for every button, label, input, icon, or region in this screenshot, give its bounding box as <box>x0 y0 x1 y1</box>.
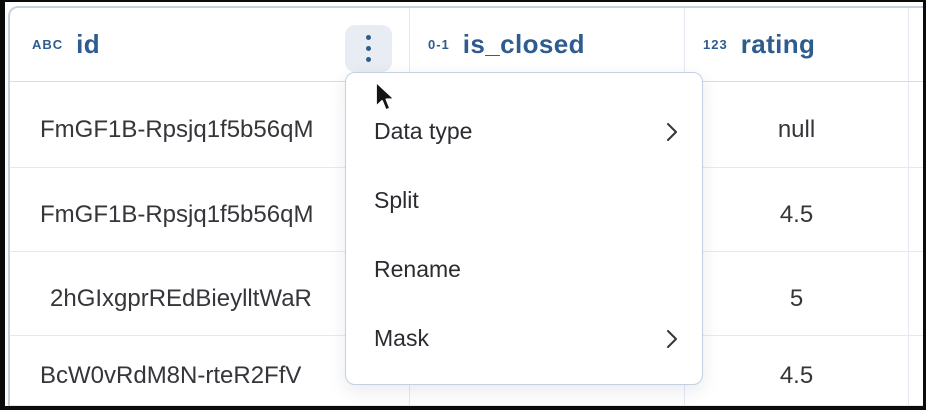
column-menu-button[interactable] <box>345 25 392 72</box>
cell-id[interactable]: FmGF1B-Rpsjq1f5b56qM <box>10 82 410 168</box>
boolean-type-icon: 0-1 <box>428 37 450 52</box>
menu-item-rename[interactable]: Rename <box>346 235 702 304</box>
screenshot-border <box>923 0 926 410</box>
column-name: id <box>76 29 101 59</box>
string-type-icon: ABC <box>32 37 64 52</box>
cell-overflow <box>909 168 923 252</box>
column-header-is-closed[interactable]: 0-1 is_closed <box>410 8 685 82</box>
column-header-overflow <box>909 8 923 82</box>
cell-overflow <box>909 252 923 336</box>
column-context-menu: Data type Split Rename Mask <box>345 72 703 385</box>
cell-rating[interactable]: 5 <box>685 252 909 336</box>
menu-item-mask[interactable]: Mask <box>346 304 702 373</box>
cell-rating[interactable]: 4.5 <box>685 336 909 406</box>
cell-overflow <box>909 82 923 168</box>
kebab-menu-icon <box>366 57 371 62</box>
kebab-menu-icon <box>366 35 371 40</box>
screenshot-border <box>0 0 926 2</box>
number-type-icon: 123 <box>703 37 728 52</box>
kebab-menu-icon <box>366 46 371 51</box>
menu-item-split[interactable]: Split <box>346 166 702 235</box>
cell-id[interactable]: BcW0vRdM8N-rteR2FfV <box>10 336 410 406</box>
cell-id[interactable]: 2hGIxgprREdBieylltWaR <box>10 252 410 336</box>
column-name: is_closed <box>462 29 585 59</box>
column-header-id[interactable]: ABC id <box>10 8 410 82</box>
menu-item-label: Split <box>374 187 419 213</box>
cell-rating[interactable]: 4.5 <box>685 168 909 252</box>
chevron-right-icon <box>666 122 678 142</box>
column-name: rating <box>740 29 816 59</box>
menu-item-label: Rename <box>374 256 461 282</box>
cell-id[interactable]: FmGF1B-Rpsjq1f5b56qM <box>10 168 410 252</box>
column-header-rating[interactable]: 123 rating <box>685 8 909 82</box>
menu-item-label: Mask <box>374 325 429 351</box>
menu-item-data-type[interactable]: Data type <box>346 97 702 166</box>
screenshot-border <box>0 0 5 410</box>
cell-rating[interactable]: null <box>685 82 909 168</box>
screenshot-border <box>0 406 926 410</box>
menu-item-label: Data type <box>374 118 473 144</box>
chevron-right-icon <box>666 329 678 349</box>
cell-overflow <box>909 336 923 406</box>
